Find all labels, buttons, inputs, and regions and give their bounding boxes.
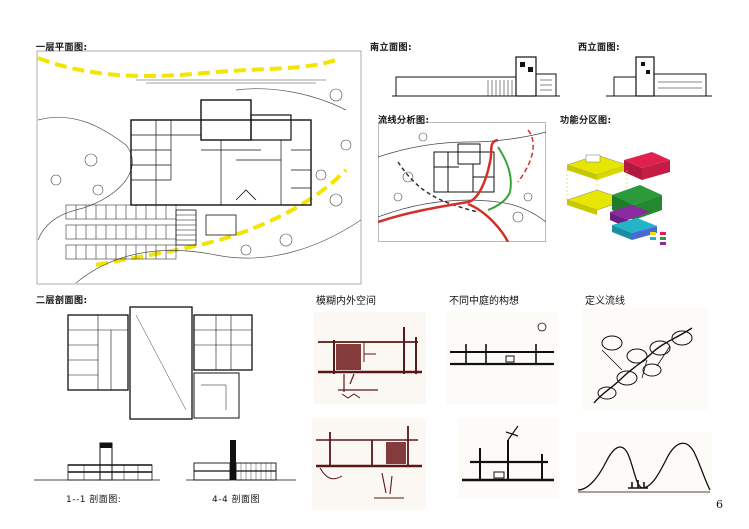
sketch-blur-space-bottom <box>312 418 426 510</box>
zoning-label: 功能分区图: <box>560 116 612 126</box>
sketch-label-circulation: 定义流线 <box>585 296 625 307</box>
sketch-blur-space-top <box>314 312 426 404</box>
sketch-label-blur-space: 模糊内外空间 <box>316 296 376 307</box>
west-elevation-drawing <box>606 52 712 100</box>
floor1-plan-label: 一层平面图: <box>36 43 88 53</box>
section-1-1-label: 1--1 剖面图: <box>66 495 122 505</box>
floor1-plan-drawing <box>36 50 362 285</box>
floor2-section-label: 二层剖面图: <box>36 296 88 306</box>
sketch-courtyard-bottom <box>458 418 558 498</box>
section-4-4-drawing <box>186 435 296 485</box>
south-elevation-drawing <box>392 52 560 100</box>
zoning-diagram <box>562 140 672 250</box>
south-elevation-label: 南立面图: <box>370 43 413 53</box>
sketch-courtyard-top <box>446 312 558 404</box>
circulation-label: 流线分析图: <box>378 116 430 126</box>
floor2-plan-drawing <box>66 305 256 420</box>
circulation-diagram <box>378 122 546 242</box>
page-number: 6 <box>716 498 723 511</box>
section-1-1-drawing <box>34 435 160 485</box>
sketch-label-courtyard: 不同中庭的构想 <box>449 296 519 307</box>
section-4-4-label: 4-4 剖面图 <box>212 495 261 505</box>
sketch-circulation-top <box>582 308 708 410</box>
west-elevation-label: 西立面图: <box>578 43 621 53</box>
sketch-circulation-bottom <box>576 432 712 496</box>
